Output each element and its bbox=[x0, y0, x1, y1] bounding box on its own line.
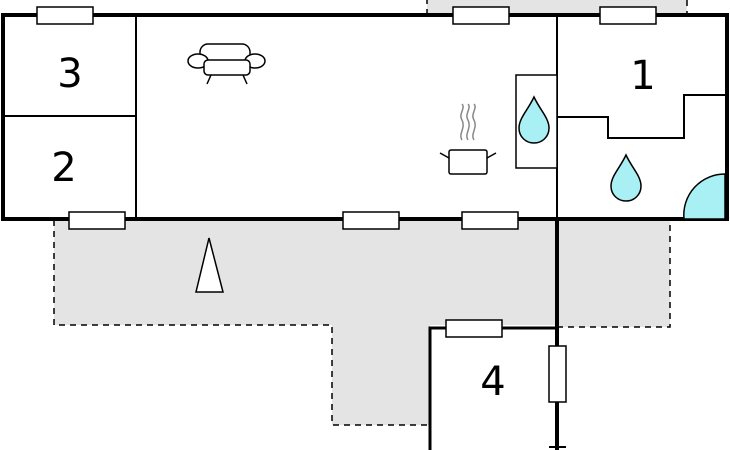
window bbox=[68, 211, 126, 230]
cooking-pot-icon bbox=[439, 103, 497, 175]
room-4-wall-top bbox=[428, 326, 557, 450]
terrace-top-outline bbox=[426, 0, 688, 15]
window bbox=[548, 345, 567, 403]
window bbox=[445, 319, 503, 338]
terrace-south bbox=[54, 220, 670, 425]
room-label-1: 1 bbox=[630, 53, 655, 99]
window bbox=[36, 6, 94, 25]
room-4-floor bbox=[430, 328, 557, 450]
wall-bath-stair bbox=[557, 94, 725, 139]
window bbox=[452, 6, 510, 25]
shower-icon bbox=[683, 173, 726, 220]
water-drop-icon bbox=[518, 95, 550, 144]
room-4-walls bbox=[428, 219, 566, 450]
water-drop-icon bbox=[610, 153, 642, 202]
window bbox=[461, 211, 519, 230]
north-arrow-icon bbox=[195, 237, 224, 293]
window bbox=[342, 211, 400, 230]
sofa-icon bbox=[187, 43, 266, 85]
room-label-3: 3 bbox=[57, 51, 82, 97]
terrace-south-outline bbox=[53, 220, 671, 426]
room-label-2: 2 bbox=[51, 145, 76, 191]
interior-walls bbox=[3, 17, 725, 219]
window bbox=[599, 6, 657, 25]
room-label-4: 4 bbox=[480, 359, 505, 405]
windows bbox=[36, 6, 657, 403]
